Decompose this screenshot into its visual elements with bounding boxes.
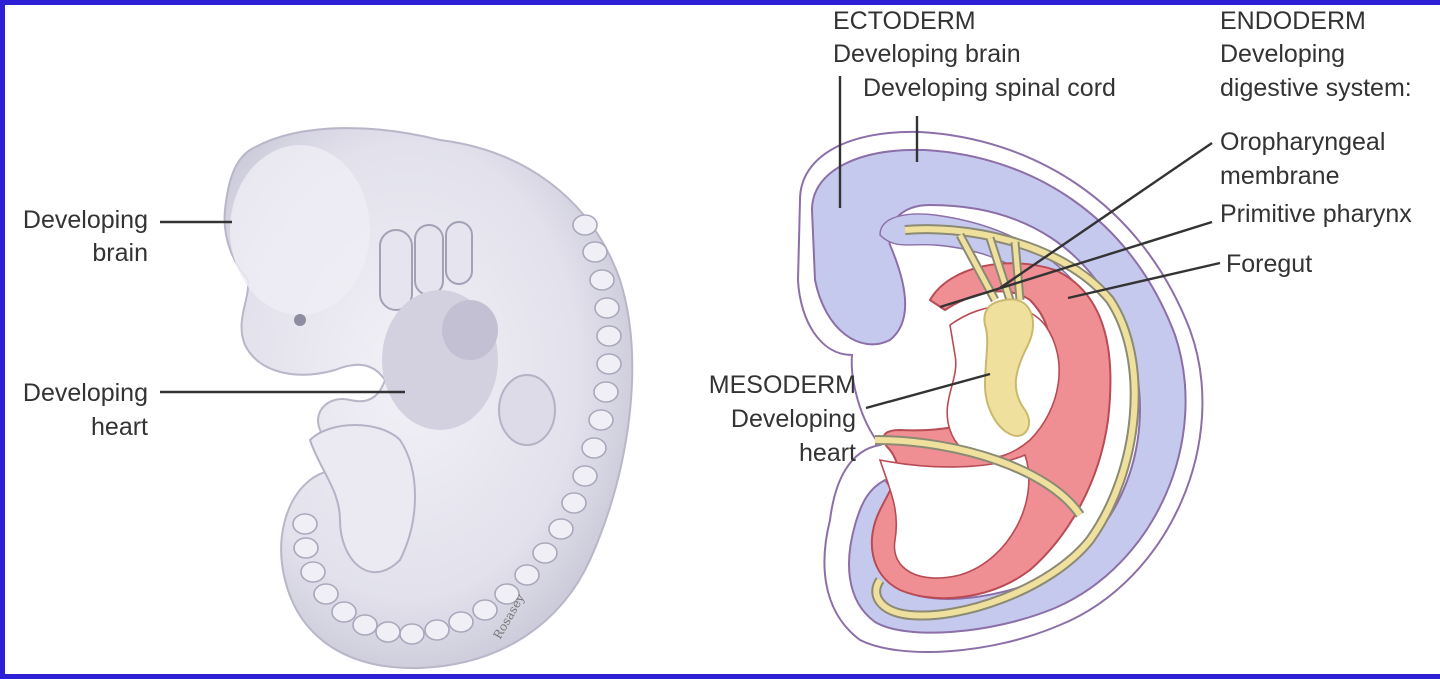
- label-developing-heart-line2: heart: [91, 413, 148, 441]
- label-developing-spinal-cord: Developing spinal cord: [863, 74, 1116, 102]
- leader-mesoderm-heart: [865, 372, 991, 410]
- ectoderm-labels: ECTODERM Developing brain Developing spi…: [833, 7, 1116, 208]
- endoderm-labels: ENDODERM Developing digestive system: Or…: [939, 7, 1412, 309]
- label-developing-brain-line2: brain: [92, 239, 148, 267]
- embryo-section-view: [796, 130, 1204, 653]
- label-primitive-pharynx: Primitive pharynx: [1220, 200, 1412, 228]
- label-foregut: Foregut: [1226, 250, 1312, 278]
- ectoderm-outer-outline: [796, 130, 1204, 653]
- leader-primitive-pharynx: [939, 220, 1213, 309]
- ectoderm-title: ECTODERM: [833, 7, 976, 35]
- head-region: [230, 145, 370, 315]
- embryo-external-view: Rosasey: [223, 127, 634, 670]
- developing-heart: [983, 298, 1034, 437]
- pharyngeal-pouches: [956, 232, 1025, 303]
- endoderm-title: ENDODERM: [1220, 7, 1366, 35]
- lower-limb-bud: [308, 424, 416, 574]
- left-labels: Developing brain Developing heart: [23, 206, 405, 441]
- somites: [292, 214, 622, 645]
- label-developing-heart-line1: Developing: [23, 379, 148, 407]
- label-oropharyngeal-line1: Oropharyngeal: [1220, 128, 1385, 156]
- mesoderm-line1: Developing: [731, 405, 856, 433]
- mesoderm-line2: heart: [799, 439, 856, 467]
- eye-spot: [294, 314, 306, 326]
- label-oropharyngeal-line2: membrane: [1220, 162, 1340, 190]
- leader-oropharyngeal: [999, 142, 1213, 289]
- label-developing-brain-line1: Developing: [23, 206, 148, 234]
- mesoderm-labels: MESODERM Developing heart: [709, 371, 991, 467]
- endoderm-line2: digestive system:: [1220, 74, 1412, 102]
- label-developing-brain-right: Developing brain: [833, 40, 1021, 68]
- endoderm-line1: Developing: [1220, 40, 1345, 68]
- upper-limb-bud: [498, 374, 556, 446]
- leader-foregut: [1067, 261, 1221, 300]
- mesoderm-title: MESODERM: [709, 371, 856, 399]
